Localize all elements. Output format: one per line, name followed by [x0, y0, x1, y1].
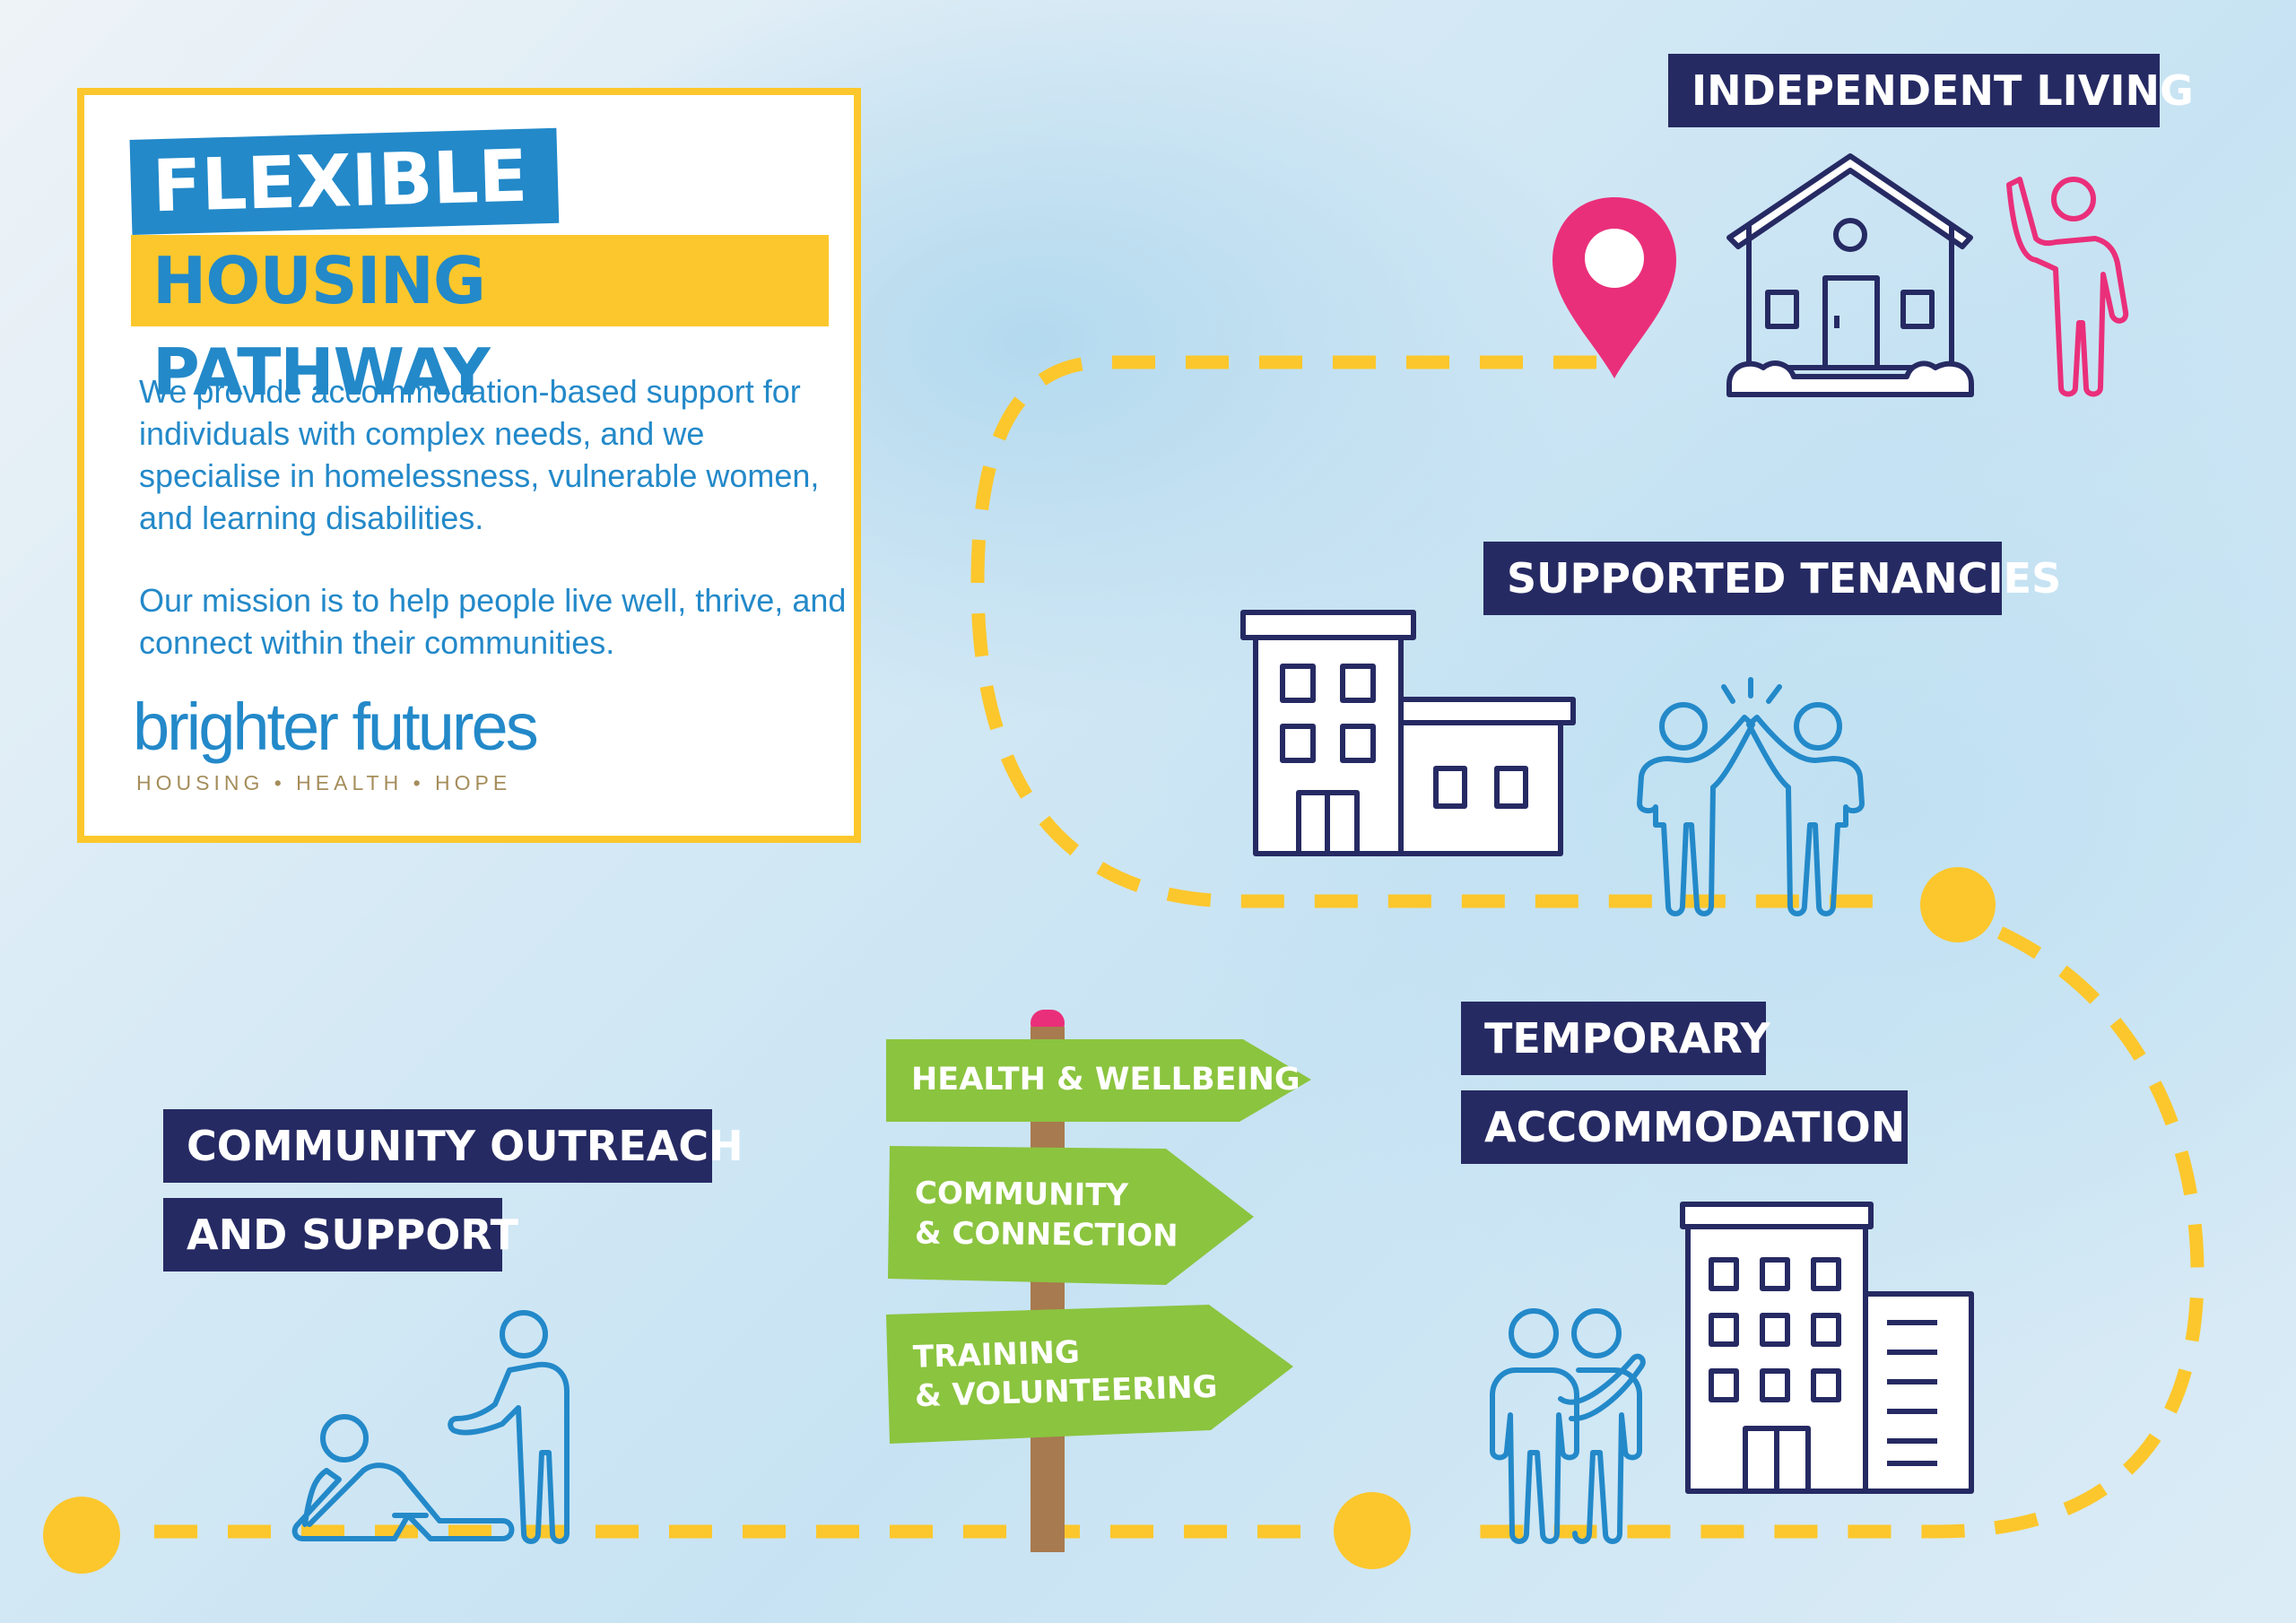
sign-health-wellbeing: HEALTH & WELLBEING [911, 1062, 1300, 1098]
intro-paragraph-mission: Our mission is to help people live well,… [139, 582, 847, 661]
label-accommodation: ACCOMMODATION [1461, 1090, 1908, 1164]
sign-arrow-1 [886, 1039, 1311, 1122]
label-and-support: AND SUPPORT [163, 1198, 518, 1271]
signpost-icon [886, 1010, 1311, 1552]
path-dot-upper [1920, 867, 1996, 942]
office-tower-icon [1680, 1202, 1974, 1494]
sign-arrow-2 [888, 1146, 1254, 1285]
label-community-outreach: COMMUNITY OUTREACH [163, 1109, 744, 1183]
supportive-pair-icon [1490, 1308, 1646, 1544]
sign-community: COMMUNITY [914, 1175, 1129, 1214]
path-dot-middle [1334, 1492, 1411, 1569]
title-flexible: FLEXIBLE [129, 127, 560, 235]
dashed-pathway [139, 355, 2205, 1539]
apartment-building-icon [1240, 610, 1576, 856]
sign-arrow-3 [886, 1305, 1293, 1444]
brighter-futures-logo: brighter futures [133, 690, 539, 764]
intro-paragraph-services: We provide accommodation-based support f… [139, 373, 820, 536]
waving-person-icon [2006, 177, 2129, 397]
label-independent-living: INDEPENDENT LIVING [1668, 54, 2194, 127]
helping-hand-people-icon [291, 1310, 570, 1544]
label-temporary: TEMPORARY [1461, 1002, 1770, 1075]
path-segment-right [1453, 926, 2205, 1539]
path-start-dot [43, 1497, 120, 1574]
path-segment-upper [970, 355, 1874, 908]
logo-tagline: HOUSING • HEALTH • HOPE [136, 771, 512, 794]
house-icon [1726, 153, 1974, 397]
location-pin-icon [1552, 197, 1676, 378]
label-supported-tenancies: SUPPORTED TENANCIES [1483, 542, 2061, 615]
title-housing-pathway: HOUSING PATHWAY [131, 235, 829, 410]
sign-connection: & CONNECTION [914, 1215, 1178, 1254]
high-five-people-icon [1637, 677, 1865, 916]
sign-training: TRAINING [912, 1334, 1081, 1376]
